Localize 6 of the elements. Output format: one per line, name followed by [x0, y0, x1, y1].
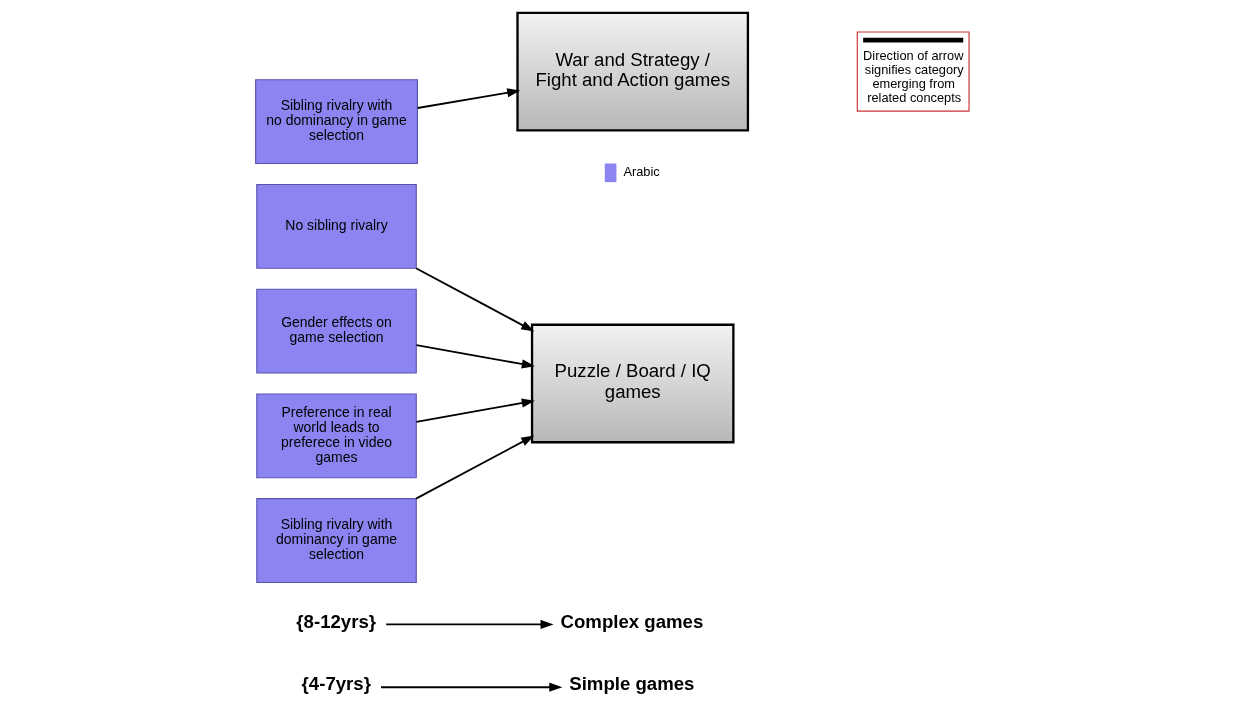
node-text: {8-12yrs} [295, 610, 376, 632]
legend-label: Direction of arrow signifies category emerging from related concepts [862, 47, 964, 105]
node-text: {4-7yrs} [301, 673, 371, 695]
legend-label: Arabic [622, 164, 660, 180]
node-text: Simple games [568, 673, 694, 695]
node-text: Complex games [560, 610, 703, 632]
